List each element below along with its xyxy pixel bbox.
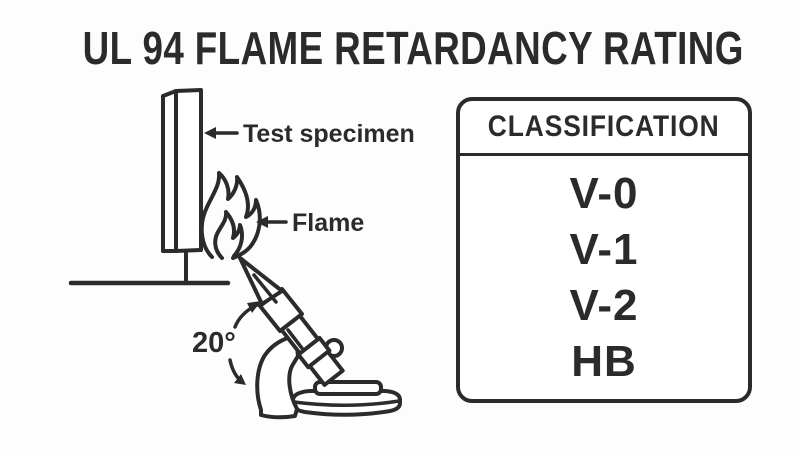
classification-table: CLASSIFICATION V-0 V-1 V-2 HB [456, 97, 752, 403]
classification-item-v0: V-0 [569, 169, 639, 218]
flame-inner [213, 210, 244, 260]
burner-air-band [296, 336, 332, 370]
test-specimen-bar-icon [161, 88, 203, 253]
classification-item-hb: HB [571, 337, 637, 386]
flame-icon [199, 171, 262, 260]
page-title: UL 94 FLAME RETARDANCY RATING [82, 22, 744, 74]
test-specimen-label: Test specimen [243, 120, 415, 148]
classification-item-v2: V-2 [569, 281, 639, 330]
test-specimen-left-arrow-icon [204, 127, 216, 139]
classification-item-v1: V-1 [569, 225, 639, 274]
label-arrows [204, 127, 288, 228]
angle-label: 20° [192, 327, 236, 359]
flame-left-arrow-icon [256, 216, 268, 228]
angle-arc-upper-arrowhead [247, 301, 261, 313]
burner-base-rim-line [292, 399, 401, 408]
burner-socket-flange [313, 380, 383, 396]
page-title-wrap: UL 94 FLAME RETARDANCY RATING [0, 21, 800, 75]
flame-outer [199, 171, 262, 260]
burner-nozzle-line [252, 273, 278, 304]
burner-foot [255, 334, 300, 420]
burner-base-disc [291, 389, 402, 417]
angle-arc-icon [228, 301, 261, 385]
specimen-stand [68, 249, 231, 286]
classification-header-row: CLASSIFICATION [460, 101, 748, 156]
classification-header: CLASSIFICATION [488, 110, 720, 143]
flame-label: Flame [292, 209, 365, 237]
bunsen-burner-icon [238, 256, 402, 420]
classification-items: V-0 V-1 V-2 HB [460, 156, 748, 390]
angle-arc-lower-arrowhead [234, 374, 246, 385]
specimen-body [161, 88, 203, 253]
